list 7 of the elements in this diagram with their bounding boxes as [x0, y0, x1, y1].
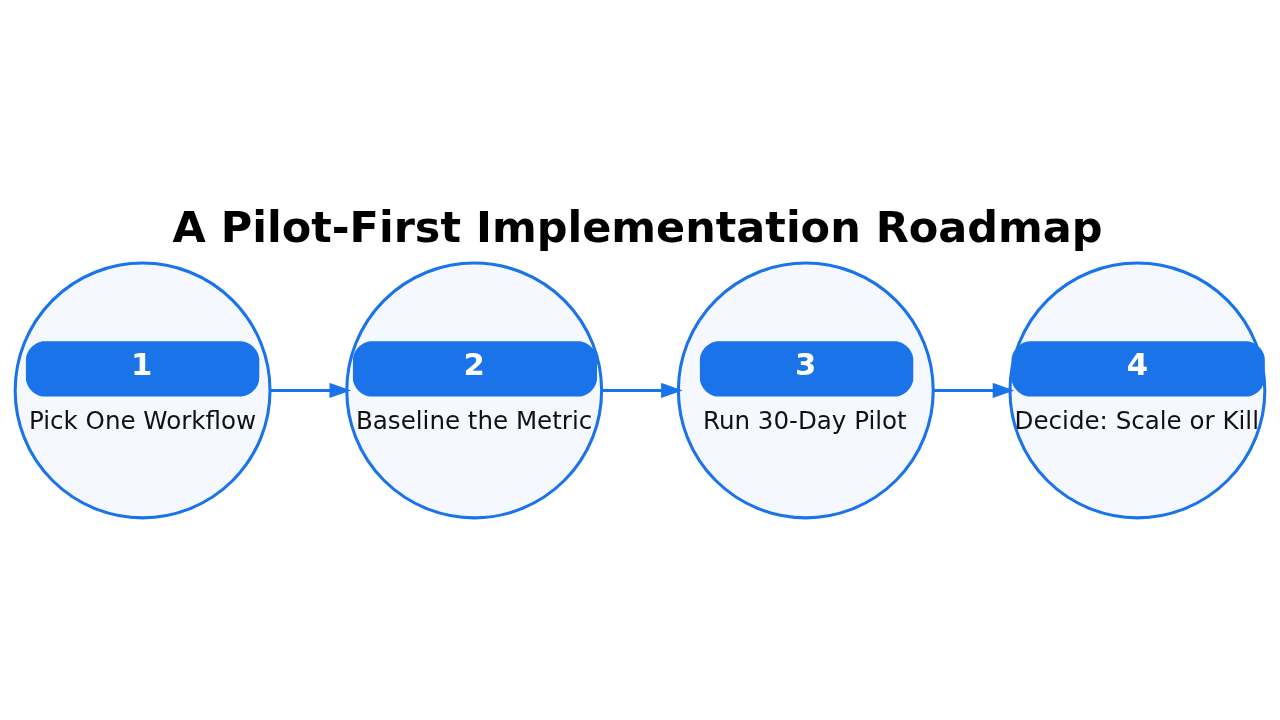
diagram-title: A Pilot-First Implementation Roadmap	[172, 201, 1103, 252]
arrow	[601, 382, 683, 398]
node-circle: 1 Pick One Workflow	[13, 260, 272, 519]
arrow	[270, 382, 352, 398]
node-circle: 3 Run 30-Day Pilot	[676, 260, 935, 519]
arrow	[933, 382, 1015, 398]
node-circle: 2 Baseline the Metric	[345, 260, 604, 519]
